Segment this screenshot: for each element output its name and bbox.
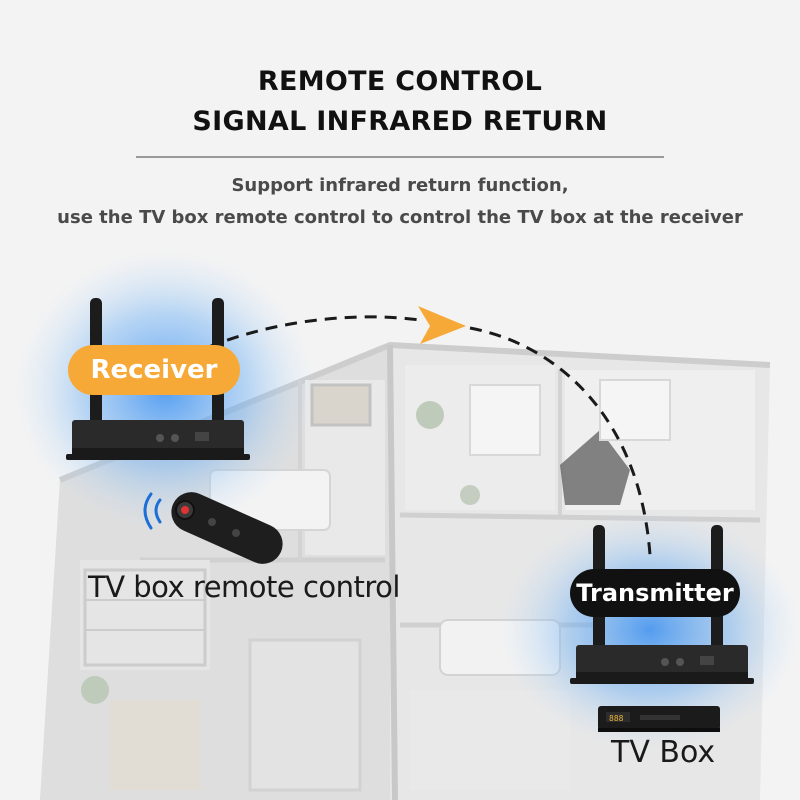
signal-path-return [469, 326, 652, 556]
signal-path [189, 315, 421, 357]
subtitle-line-1: Support infrared return function, [231, 175, 569, 196]
remote-control-icon [171, 492, 283, 564]
svg-text:888: 888 [609, 714, 624, 723]
receiver-label: Receiver [68, 345, 240, 395]
subtitle-line-2: use the TV box remote control to control… [57, 207, 743, 228]
page-title-line-2: SIGNAL INFRARED RETURN [192, 106, 608, 137]
transmitter-label: Transmitter [570, 569, 740, 617]
signal-arrow-icon [418, 306, 466, 344]
page-title-line-1: REMOTE CONTROL [257, 66, 543, 97]
title-divider [136, 156, 664, 158]
tv-box-label: TV Box [611, 735, 716, 770]
ir-wave-icon [143, 492, 162, 530]
remote-control-label: TV box remote control [88, 570, 400, 604]
tv-box-device: 888 [598, 706, 720, 732]
